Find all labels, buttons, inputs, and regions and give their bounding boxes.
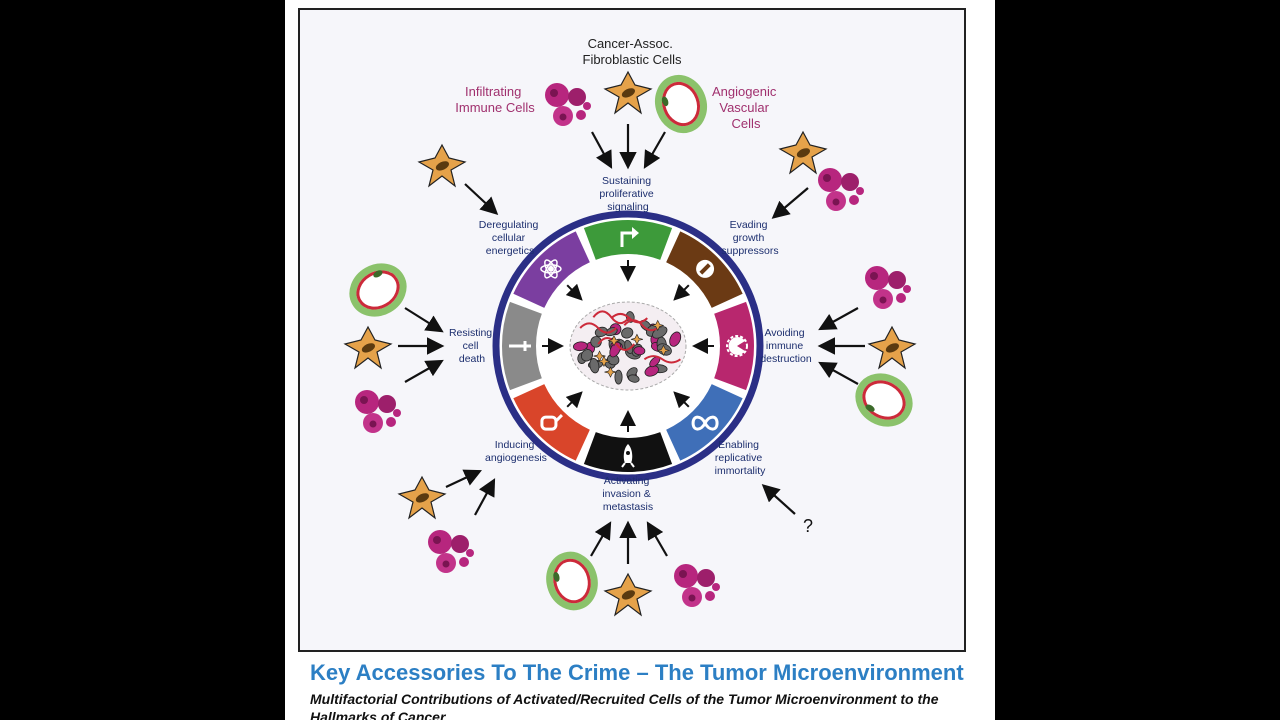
label-resisting: Resisting cell death <box>449 327 495 365</box>
tumor-cell <box>644 365 659 377</box>
slide: Cancer-Assoc. Fibroblastic Cells Infiltr… <box>285 0 995 720</box>
inner-arrow <box>565 283 583 301</box>
hallmarks-diagram: Cancer-Assoc. Fibroblastic Cells Infiltr… <box>300 36 964 616</box>
infinity-icon <box>691 415 719 431</box>
arrow-icon <box>620 227 639 247</box>
atom-icon <box>540 259 562 279</box>
immune-cell-icon <box>545 83 591 126</box>
vascular-cell-icon <box>344 258 411 322</box>
tumor-fibroblast <box>657 344 670 357</box>
tumor-fibroblast <box>651 319 664 332</box>
label-sustaining: Sustaining proliferative signaling <box>599 175 656 213</box>
segment-icons <box>509 227 748 468</box>
inner-arrows <box>542 260 714 432</box>
pacman-icon <box>726 335 748 357</box>
immune-cell-icon <box>818 168 864 211</box>
tumor-vessel <box>597 337 636 351</box>
fibroblast-cell-icon <box>418 144 466 187</box>
vascular-cell-icon <box>850 368 917 432</box>
tumor-vessel <box>610 312 648 324</box>
label-immune: Infiltrating Immune Cells <box>455 84 535 115</box>
fibroblast-cell-icon <box>398 476 446 519</box>
arrows <box>398 124 865 564</box>
tumor-vessel <box>643 355 681 364</box>
label-enabling: Enabling replicative immortality <box>715 439 767 477</box>
inner-arrow <box>673 283 691 301</box>
tumor-cluster <box>569 301 687 391</box>
tumor-cell <box>580 349 594 362</box>
immune-cell-icon <box>428 530 474 573</box>
label-avoiding: Avoiding immune destruction <box>760 327 812 365</box>
ring-segment <box>583 219 673 260</box>
tumor-cell <box>590 336 602 348</box>
dagger-icon <box>509 341 531 351</box>
stop-icon <box>696 259 715 278</box>
figure-panel: Cancer-Assoc. Fibroblastic Cells Infiltr… <box>298 8 966 652</box>
ring-segment <box>513 384 590 461</box>
immune-cell-icon <box>865 266 911 309</box>
tumor-cell <box>594 326 608 338</box>
slide-title: Key Accessories To The Crime – The Tumor… <box>310 660 964 685</box>
vessel-icon <box>540 414 563 431</box>
tumor-cell <box>669 331 682 347</box>
tumor-cell <box>621 327 634 339</box>
tumor-vessel <box>623 319 662 332</box>
label-fibroblast: Cancer-Assoc. Fibroblastic Cells <box>583 36 682 67</box>
tumor-cell <box>614 369 623 385</box>
inner-arrow <box>673 391 691 409</box>
unknown-question-mark: ? <box>803 516 813 536</box>
tumor-fibroblast <box>607 335 621 347</box>
fibroblast-cell-icon <box>604 573 652 616</box>
label-activating: Activating invasion & metastasis <box>602 475 653 513</box>
immune-cell-icon <box>355 390 401 433</box>
fibroblast-cell-icon <box>779 131 827 174</box>
inner-arrow <box>565 391 583 409</box>
slide-subtitle: Multifactorial Contributions of Activate… <box>310 691 939 720</box>
tumor-cell <box>627 374 640 383</box>
tumor-vessel <box>579 322 617 334</box>
tumor-fibroblast <box>604 366 617 378</box>
fibroblast-cell-icon <box>604 71 652 114</box>
tumor-cell <box>633 346 646 356</box>
rocket-icon <box>621 444 635 468</box>
fibroblast-cell-icon <box>344 326 392 369</box>
vascular-cell-icon <box>651 72 710 136</box>
label-evading: Evading growth suppressors <box>721 219 778 257</box>
tumor-cell <box>572 341 588 352</box>
tumor-fibroblast <box>597 355 611 368</box>
immune-cell-icon <box>674 564 720 607</box>
label-deregulating: Deregulating cellular energetics <box>479 219 541 257</box>
tumor-cell <box>589 357 600 374</box>
label-vascular: Angiogenic Vascular Cells <box>712 84 780 131</box>
fibroblast-cell-icon <box>868 326 916 369</box>
tumor-fibroblast <box>630 333 644 345</box>
vascular-cell-icon <box>544 550 600 612</box>
label-inducing: Inducing angiogenesis <box>485 439 547 464</box>
